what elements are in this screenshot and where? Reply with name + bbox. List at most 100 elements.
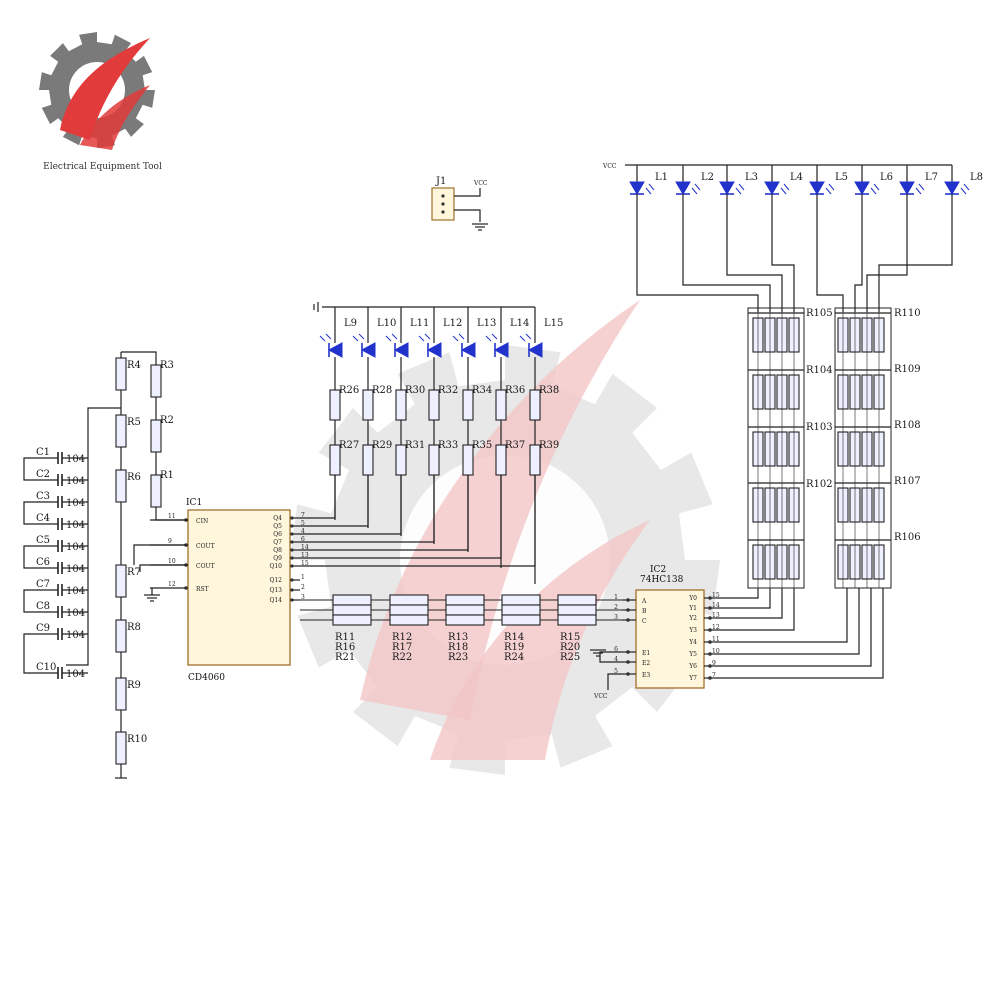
ic2-pin-num: 14 (712, 602, 720, 609)
resistor-label-r33: R33 (438, 440, 458, 451)
ic2-pin-name: Y5 (688, 651, 697, 658)
resistor-r13 (445, 594, 485, 606)
ic1-ref: IC1 (186, 498, 202, 508)
vcc-label: VCC (602, 163, 617, 170)
resistor-label-r5: R5 (127, 417, 141, 428)
vcc-label: VCC (593, 693, 608, 700)
ic1-part: CD4060 (188, 673, 225, 683)
pin-dot (290, 532, 294, 536)
led-ray (691, 187, 698, 195)
wire (66, 407, 121, 666)
resistor-array-frame (834, 307, 892, 589)
wire (682, 194, 771, 312)
wire (300, 475, 469, 551)
led-label-l1: L1 (655, 172, 668, 183)
led-ray (780, 187, 787, 195)
resistor-label-r106: R106 (894, 532, 921, 543)
led-ray (391, 333, 398, 340)
led-l10 (360, 342, 376, 358)
ic2-pin-name: A (641, 598, 647, 605)
ic2-pin-num: 15 (712, 592, 720, 599)
led-label-l6: L6 (880, 172, 893, 183)
wire (607, 673, 622, 690)
resistor-label-r26: R26 (339, 385, 359, 396)
led-l11 (393, 342, 409, 358)
ic1-pin-name: Q6 (273, 531, 282, 538)
led-l13 (460, 342, 476, 358)
led-ray (828, 183, 835, 191)
resistor-label-r31: R31 (405, 440, 425, 451)
cap-ref-c1: C1 (36, 447, 50, 458)
led-label-l2: L2 (701, 172, 714, 183)
wire (716, 588, 783, 619)
resistor-label-r36: R36 (505, 385, 525, 396)
wire (878, 194, 953, 312)
ic1-pin-num: 13 (301, 552, 309, 559)
wire (716, 588, 759, 599)
resistor-label-r10: R10 (127, 734, 147, 745)
ic2-pin-name: E2 (642, 660, 650, 667)
wire (23, 589, 30, 613)
led-l5 (809, 181, 825, 195)
wire (300, 475, 336, 519)
pin-dot (626, 608, 630, 612)
pin-dot (626, 598, 630, 602)
wire (23, 545, 30, 569)
resistor-label-r102: R102 (806, 479, 833, 490)
pin-dot (290, 564, 294, 568)
ic2-pin-name: Y3 (688, 627, 697, 634)
resistor-label-r15: R15 (560, 632, 580, 643)
wire (816, 194, 844, 312)
led-ray (918, 183, 925, 191)
led-ray (325, 333, 332, 340)
resistor-label-r8: R8 (127, 622, 141, 633)
ic2-pin-name: Y0 (688, 595, 697, 602)
cap-ref-c6: C6 (36, 557, 50, 568)
ic2-pin-name: E1 (642, 650, 650, 657)
resistor-label-r3: R3 (160, 360, 174, 371)
led-label-l11: L11 (410, 318, 429, 329)
resistor-label-r32: R32 (438, 385, 458, 396)
resistor-label-r17: R17 (392, 642, 412, 653)
pin-dot (708, 652, 712, 656)
swoosh-red (80, 85, 150, 150)
led-l3 (719, 181, 735, 195)
resistor-r19 (501, 604, 541, 616)
wire (23, 633, 30, 674)
ic1-pin-name: Q4 (273, 515, 282, 522)
resistor-label-r18: R18 (448, 642, 468, 653)
led-l14 (493, 342, 509, 358)
resistor-r23 (445, 614, 485, 626)
resistor-r16 (332, 604, 372, 616)
ic1-pin-num: 10 (168, 558, 176, 565)
led-ray (352, 335, 359, 342)
pin-dot (184, 586, 188, 590)
wire (133, 544, 188, 565)
swoosh-red (60, 38, 150, 140)
led-l4 (764, 181, 780, 195)
led-l7 (899, 181, 915, 195)
cap-ref-c10: C10 (36, 662, 56, 673)
wire (716, 588, 771, 609)
resistor-label-r34: R34 (472, 385, 492, 396)
led-label-l12: L12 (443, 318, 462, 329)
wire (726, 194, 783, 312)
ic2-pin-num: 13 (712, 612, 720, 619)
ic1-pin-name: Q8 (273, 547, 282, 554)
ic1-pin-num: 11 (168, 513, 176, 520)
ic2-pin-num: 12 (712, 624, 720, 631)
ic2-pin-name: Y4 (688, 639, 697, 646)
logo-icon (39, 32, 155, 150)
pin-dot (708, 616, 712, 620)
led-ray (525, 333, 532, 340)
pin-dot (626, 650, 630, 654)
pin-dot (626, 660, 630, 664)
cap-value: 104 (66, 608, 85, 619)
ic1-pin-num: 2 (301, 584, 305, 591)
led-l15 (527, 342, 543, 358)
resistor-label-r6: R6 (127, 472, 141, 483)
resistor-label-r109: R109 (894, 364, 921, 375)
watermark-logo (290, 300, 720, 775)
